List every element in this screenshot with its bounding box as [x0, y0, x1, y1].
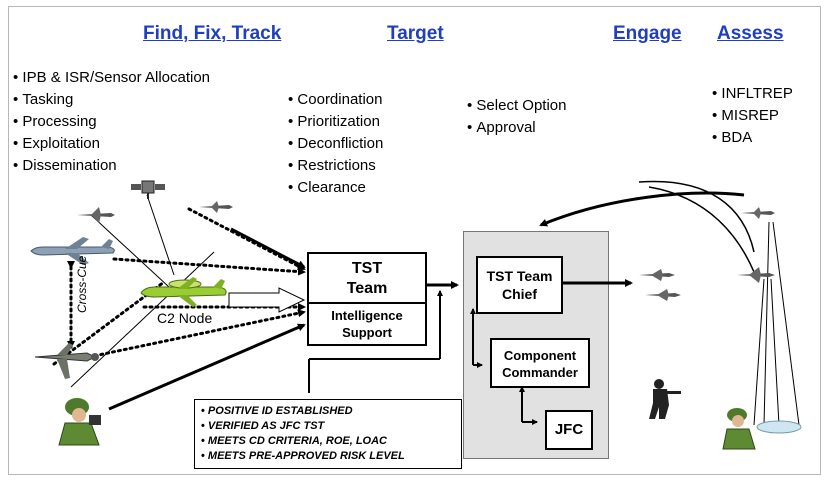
tst-team-title-line2: Team	[346, 280, 388, 297]
tst-team-title: TST Team	[309, 254, 425, 304]
assess-feedback	[539, 180, 802, 434]
target-list: Coordination Prioritization Deconflictio…	[288, 89, 383, 199]
uav-icon	[199, 201, 233, 213]
fighter-jets-icon	[639, 269, 681, 301]
tst-team-title-line1: TST	[351, 260, 383, 277]
intelligence-support-line2: Support	[342, 325, 392, 340]
list-item: Restrictions	[288, 155, 383, 177]
phase-engage: Engage	[613, 23, 682, 44]
fighter-jets-icon	[737, 267, 775, 283]
c2-node-label: C2 Node	[157, 310, 213, 326]
list-item: Dissemination	[13, 155, 210, 177]
tst-criteria-box: POSITIVE ID ESTABLISHED VERIFIED AS JFC …	[194, 399, 462, 469]
soldier-icon	[722, 408, 756, 450]
tst-team-box: TST Team Intelligence Support	[307, 252, 427, 346]
list-item: Tasking	[13, 89, 210, 111]
list-item: MISREP	[712, 105, 793, 127]
soldier-icon	[58, 398, 101, 446]
engage-list: Select Option Approval	[467, 95, 566, 139]
phase-assess: Assess	[717, 23, 784, 44]
assess-list: INFLTREP MISREP BDA	[712, 83, 793, 149]
list-item: BDA	[712, 127, 793, 149]
list-item: Select Option	[467, 95, 566, 117]
list-item: Exploitation	[13, 133, 210, 155]
component-commander-box: Component Commander	[490, 338, 590, 388]
list-item: Processing	[13, 111, 210, 133]
intelligence-support-line1: Intelligence	[331, 308, 403, 323]
phase-target: Target	[387, 23, 444, 44]
tst-criteria-list: POSITIVE ID ESTABLISHED VERIFIED AS JFC …	[201, 404, 455, 464]
list-item: MEETS CD CRITERIA, ROE, LOAC	[201, 434, 455, 449]
diagram-frame: Find, Fix, Track Target Engage Assess IP…	[8, 6, 821, 475]
intelligence-support: Intelligence Support	[309, 304, 425, 341]
list-item: INFLTREP	[712, 83, 792, 105]
sensor-arrows	[52, 194, 306, 411]
list-item: Deconfliction	[288, 133, 383, 155]
infantry-silhouette-icon	[649, 379, 681, 419]
find-fix-track-list: IPB & ISR/Sensor Allocation Tasking Proc…	[13, 67, 210, 177]
list-item: IPB & ISR/Sensor Allocation	[13, 67, 210, 89]
list-item: Clearance	[288, 177, 383, 199]
list-item: VERIFIED AS JFC TST	[201, 419, 455, 434]
attack-aircraft-icon	[34, 343, 99, 379]
list-item: MEETS PRE-APPROVED RISK LEVEL	[201, 449, 455, 464]
cross-cue-label: Cross-Cue	[75, 255, 89, 313]
list-item: Approval	[467, 117, 566, 139]
tst-team-chief-line1: TST Team	[486, 268, 553, 284]
tst-team-chief-box: TST Team Chief	[476, 256, 563, 314]
component-commander-line2: Commander	[502, 365, 578, 380]
uav-icon	[741, 207, 775, 219]
phase-find-fix-track: Find, Fix, Track	[143, 23, 282, 44]
awacs-aircraft-icon	[140, 277, 227, 307]
flow-diagram	[30, 180, 802, 450]
jfc-box: JFC	[545, 410, 593, 450]
engage-arrows	[308, 279, 633, 425]
tanker-aircraft-icon	[30, 237, 115, 265]
uav-icon	[77, 207, 115, 223]
list-item: Prioritization	[288, 111, 383, 133]
ground-target-area	[756, 420, 802, 434]
tst-team-chief-line2: Chief	[502, 286, 537, 302]
satellite-icon	[131, 180, 165, 199]
component-commander-line1: Component	[503, 348, 577, 363]
list-item: POSITIVE ID ESTABLISHED	[201, 404, 455, 419]
list-item: Coordination	[288, 89, 383, 111]
